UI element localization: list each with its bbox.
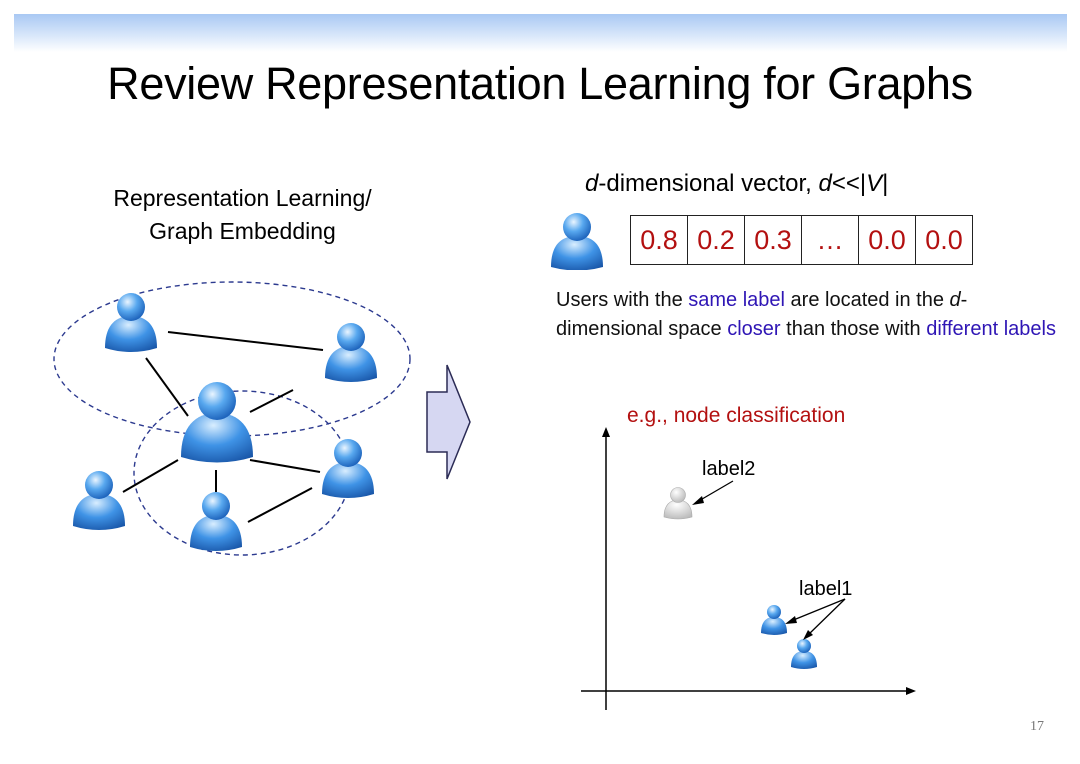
- user-icon: [791, 639, 817, 669]
- caption-line-1: Representation Learning/: [113, 185, 372, 211]
- user-icon: [551, 213, 603, 270]
- vector-cell: 0.0: [915, 215, 973, 265]
- label2-pointer: [696, 480, 734, 503]
- edge: [167, 331, 324, 351]
- page-number: 17: [1030, 719, 1044, 734]
- edge: [249, 389, 294, 413]
- label1-text: label1: [799, 578, 853, 600]
- edge: [122, 459, 179, 493]
- vector-title: d-dimensional vector, d<<|V|: [585, 170, 889, 197]
- user-icon: [190, 492, 242, 551]
- label2-text: label2: [702, 458, 756, 480]
- edge: [145, 357, 189, 417]
- user-icon: [322, 439, 374, 498]
- arrowhead: [692, 496, 704, 505]
- x-axis-arrowhead: [906, 687, 916, 695]
- embedding-vector: 0.8 0.2 0.3 … 0.0 0.0: [630, 215, 973, 265]
- arrowhead: [785, 616, 797, 624]
- caption-line-2: Graph Embedding: [149, 218, 336, 244]
- user-icon: [105, 293, 157, 352]
- embedding-space-plot: [581, 427, 916, 710]
- edge: [249, 459, 321, 473]
- graph-embedding-caption: Representation Learning/ Graph Embedding: [60, 182, 425, 248]
- user-icon: [73, 471, 125, 530]
- social-graph: [53, 281, 411, 556]
- edge: [247, 487, 313, 523]
- ellipse-group-bottom: [133, 390, 351, 556]
- vector-cell: 0.3: [744, 215, 802, 265]
- y-axis-arrowhead: [602, 427, 610, 437]
- user-icon: [325, 323, 377, 382]
- vector-cell: 0.8: [630, 215, 688, 265]
- vector-cell: …: [801, 215, 859, 265]
- user-icon: [181, 382, 253, 463]
- slide-title: Review Representation Learning for Graph…: [107, 58, 973, 109]
- right-arrow-icon: [426, 364, 471, 480]
- user-gray-icon: [663, 487, 693, 520]
- example-caption: e.g., node classification: [627, 404, 846, 427]
- header-band: [14, 14, 1067, 52]
- vector-cell: 0.0: [858, 215, 916, 265]
- label1-pointer: [790, 598, 846, 622]
- description-text: Users with the same label are located in…: [556, 289, 1056, 340]
- arrowhead: [803, 630, 813, 640]
- label1-pointer: [807, 598, 846, 636]
- user-icon: [761, 605, 787, 635]
- vector-cell: 0.2: [687, 215, 745, 265]
